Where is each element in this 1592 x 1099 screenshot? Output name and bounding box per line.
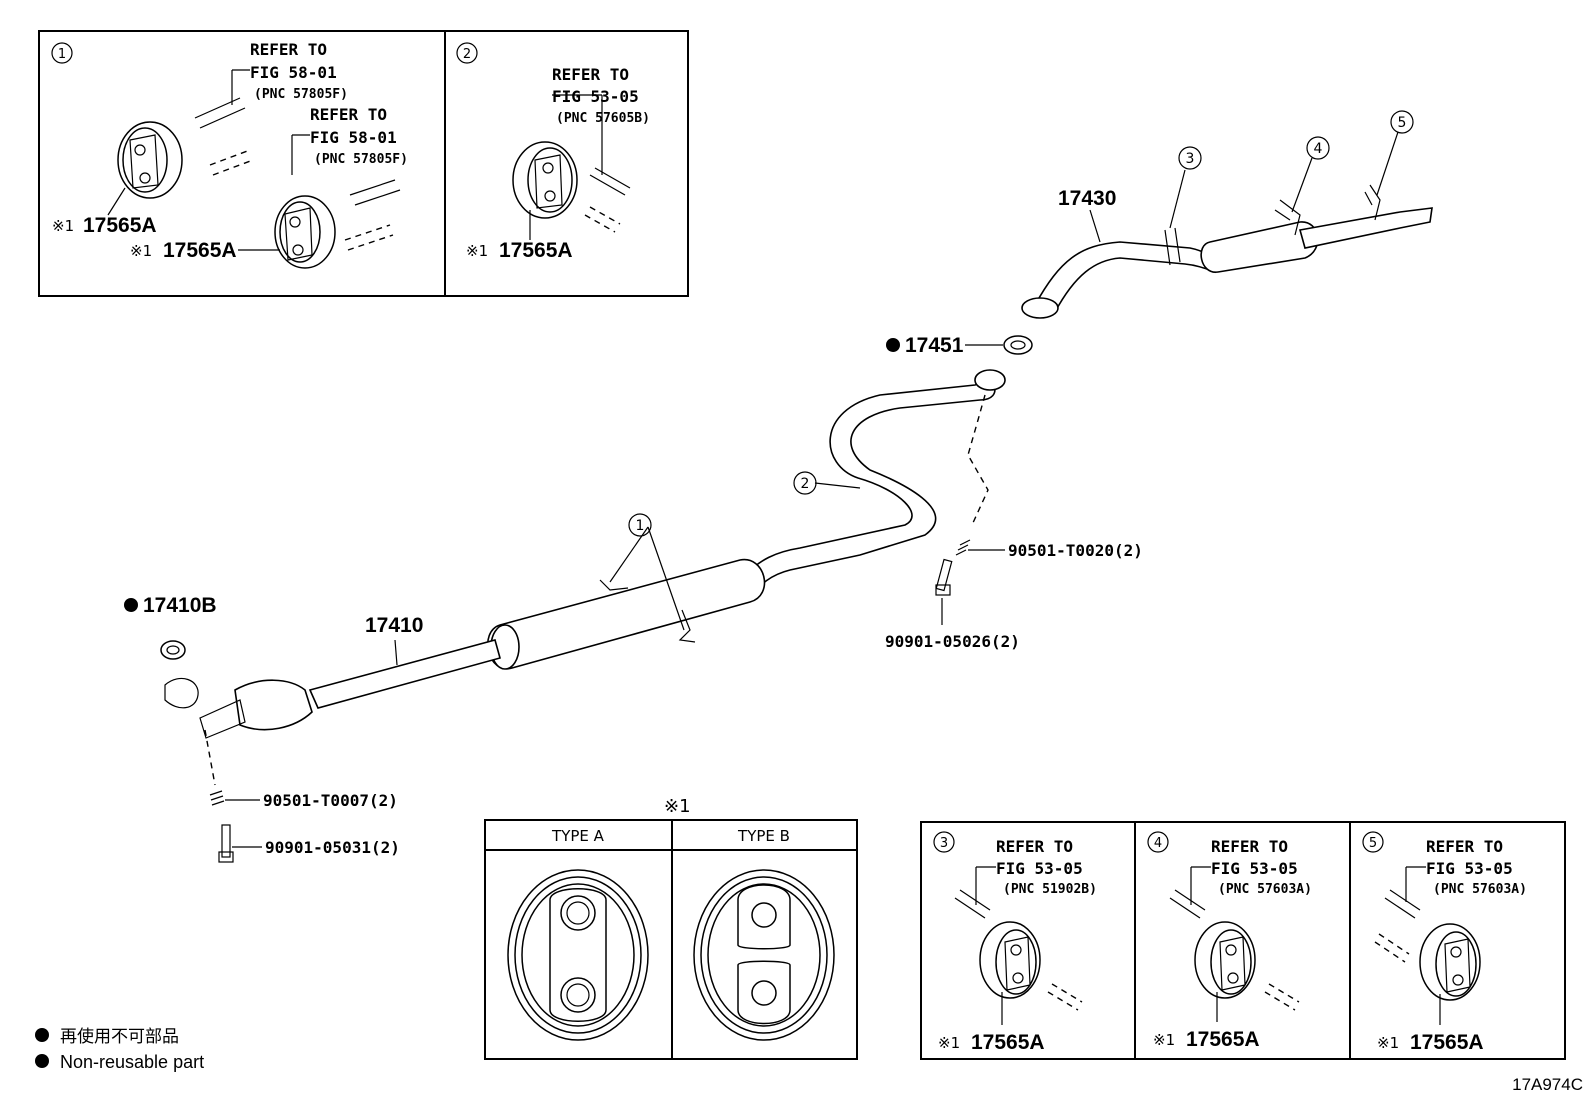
front-pipe-assembly [164,369,1006,739]
callout-2: 2 [793,471,817,495]
panel-1-number: 1 [58,47,66,62]
callout-5: 5 [1390,110,1414,134]
part-90901-05031-label: 90901-05031(2) [265,838,400,857]
svg-text:2: 2 [801,476,810,492]
part-90501-T0020-label: 90501-T0020(2) [1008,541,1143,560]
panel-2-fig: FIG 53-05 [552,87,639,106]
panel-4-fig: FIG 53-05 [1211,859,1298,878]
legend-line-1: 再使用不可部品 [60,1026,179,1047]
bolt-icon [935,558,953,596]
part-90501-T0007-label: 90501-T0007(2) [263,791,398,810]
spring-icon [209,790,225,806]
panel-1-fig-a: FIG 58-01 [250,63,337,82]
type-table-mark: ※1 [664,796,691,817]
panel-5-refer: REFER TO [1426,837,1503,856]
panel-1-fig-b: FIG 58-01 [310,128,397,147]
callout-1: 1 [628,513,652,537]
panel-2-refer: REFER TO [552,65,629,84]
type-b-hanger-icon [693,869,835,1041]
inset-panel-2: 2 REFER TO FIG 53-05 (PNC 57605B) ※1 175… [444,30,689,297]
part-17410B-label: 17410B [143,594,217,617]
svg-text:4: 4 [1314,141,1323,157]
panel-1-pnc-a: (PNC 57805F) [254,87,348,102]
svg-text:3: 3 [1186,151,1195,167]
type-a-hanger-icon [507,869,649,1041]
panel-3-number: 3 [940,836,948,851]
rubber-hanger-icon [512,141,578,219]
tail-pipe-assembly [1021,131,1433,319]
panel-4-pnc: (PNC 57603A) [1218,882,1312,897]
hanger-type-table: ※1 TYPE A TYPE B [484,796,858,1060]
type-a-header: TYPE A [551,827,605,845]
panel-5-pnc: (PNC 57603A) [1433,882,1527,897]
part-17451-label: 17451 [905,334,964,357]
non-reusable-mark-17451 [886,338,900,352]
inset-panel-5: 5 REFER TO FIG 53-05 (PNC 57603A) ※1 175… [1349,821,1566,1060]
rubber-hanger-icon [1419,923,1481,1001]
panel-4-hanger-part: 17565A [1186,1028,1260,1051]
panel-2-hanger-part: 17565A [499,239,573,262]
panel-5-number: 5 [1369,836,1377,851]
svg-text:5: 5 [1398,115,1407,131]
rubber-hanger-icon [979,921,1041,999]
callout-4: 4 [1306,136,1330,160]
panel-5-hanger-part: 17565A [1410,1031,1484,1054]
panel-2-hanger-mark: ※1 [466,242,488,260]
panel-2-number: 2 [463,47,471,62]
panel-1-hanger-part-b: 17565A [163,239,237,262]
non-reusable-mark-17410B [124,598,138,612]
panel-3-hanger-part: 17565A [971,1031,1045,1054]
gasket-icon [160,640,186,660]
rubber-hanger-icon [1194,921,1256,999]
legend-line-2: Non-reusable part [60,1052,204,1072]
panel-1-hanger-mark-a: ※1 [52,217,74,235]
rubber-hanger-icon [117,121,183,199]
part-17410-label: 17410 [365,614,423,637]
figure-code: 17A974C [1512,1075,1583,1094]
panel-4-number: 4 [1154,836,1162,851]
panel-1-hanger-part-a: 17565A [83,214,157,237]
panel-3-fig: FIG 53-05 [996,859,1083,878]
panel-3-pnc: (PNC 51902B) [1003,882,1097,897]
part-17430-label: 17430 [1058,187,1116,210]
panel-2-pnc: (PNC 57605B) [556,111,650,126]
panel-1-refer-b: REFER TO [310,105,387,124]
bolt-icon [218,824,234,863]
panel-1-pnc-b: (PNC 57805F) [314,152,408,167]
panel-1-refer-a: REFER TO [250,40,327,59]
svg-text:1: 1 [636,518,645,534]
gasket-icon [1003,335,1033,355]
inset-panel-1: 1 REFER TO FIG 58-01 (PNC 57805F) REFER … [38,30,446,297]
inset-panel-3: 3 REFER TO FIG 53-05 (PNC 51902B) ※1 175… [920,821,1136,1060]
callout-3: 3 [1178,146,1202,170]
inset-panel-4: 4 REFER TO FIG 53-05 (PNC 57603A) ※1 175… [1134,821,1351,1060]
panel-3-hanger-mark: ※1 [938,1034,960,1052]
legend: 再使用不可部品 Non-reusable part [35,1026,204,1072]
rubber-hanger-icon [274,195,336,269]
panel-5-fig: FIG 53-05 [1426,859,1513,878]
type-b-header: TYPE B [737,827,790,845]
panel-3-refer: REFER TO [996,837,1073,856]
panel-4-hanger-mark: ※1 [1153,1031,1175,1049]
part-90901-05026-label: 90901-05026(2) [885,632,1020,651]
panel-4-refer: REFER TO [1211,837,1288,856]
panel-5-hanger-mark: ※1 [1377,1034,1399,1052]
panel-1-hanger-mark-b: ※1 [130,242,152,260]
spring-icon [955,539,971,556]
